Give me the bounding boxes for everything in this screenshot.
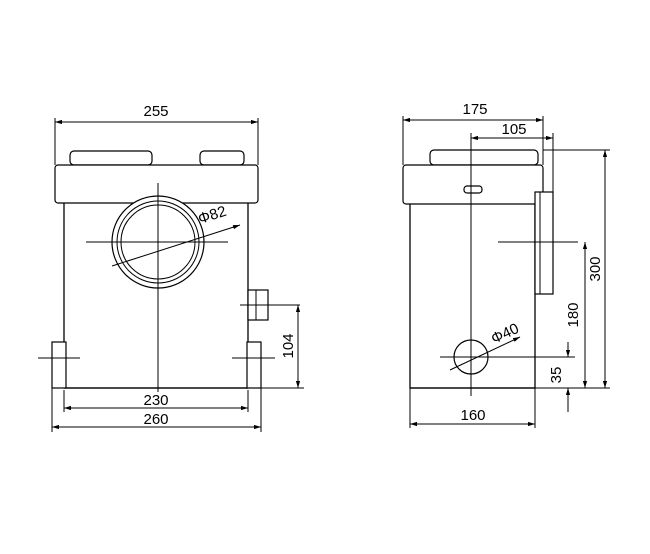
dim-side-height-total-label: 300 — [587, 256, 604, 281]
dim-side-depth-total: 175 — [402, 101, 544, 165]
dim-side-depth-base: 160 — [409, 388, 536, 428]
front-diameter-label: Φ82 — [196, 203, 229, 228]
front-body-outline — [51, 150, 269, 389]
dim-side-inlet-height-label: 35 — [548, 367, 565, 384]
dim-side-outlet-offset-label: 105 — [501, 121, 526, 138]
dim-side-depth-total-label: 175 — [462, 101, 487, 118]
dim-side-outlet-height-label: 180 — [565, 302, 582, 327]
side-view: Φ40 175 105 300 180 — [402, 101, 610, 428]
dim-side-outlet-height: 180 — [565, 242, 588, 388]
dim-front-width-top-label: 255 — [143, 103, 168, 120]
dim-side-height-total: 300 — [535, 149, 610, 389]
dim-front-width-top: 255 — [54, 103, 259, 165]
front-view: Φ82 255 230 260 104 — [38, 103, 304, 432]
dim-front-width-base-label: 260 — [143, 411, 168, 428]
dim-side-outlet-offset: 105 — [470, 121, 554, 192]
dim-front-width-base: 260 — [51, 388, 262, 432]
dim-side-depth-base-label: 160 — [460, 407, 485, 424]
dim-front-width-mid: 230 — [63, 390, 249, 412]
front-diameter-leader — [111, 224, 241, 267]
dim-front-inlet-height: 104 — [260, 305, 304, 389]
dim-front-width-mid-label: 230 — [143, 392, 168, 409]
dim-front-inlet-height-label: 104 — [280, 333, 297, 358]
side-body-outline — [402, 149, 554, 389]
dim-side-inlet-height: 35 — [488, 342, 575, 412]
